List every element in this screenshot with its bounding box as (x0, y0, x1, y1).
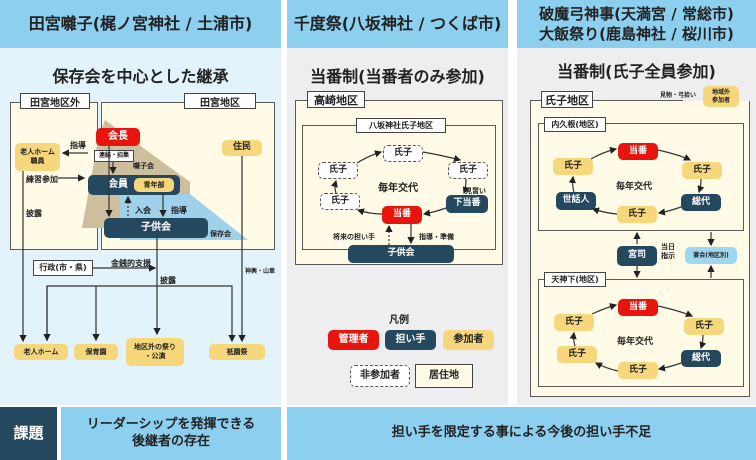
guidance-label-1: 指導 (70, 141, 86, 150)
observe-label: 見習い (465, 187, 486, 195)
dest-nursing-home: 老人ホーム (14, 344, 68, 360)
children-node: 子供会 (104, 218, 208, 238)
ujiko-left-top: 氏子 (318, 162, 358, 179)
banquet-node: 宴会(地区別) (685, 247, 737, 264)
column-3-title: 破魔弓神事(天満宮 / 常総市) 大飯祭り(鹿島神社 / 桜川市) (517, 0, 756, 48)
region-ujiko-label: 氏子地区 (541, 91, 593, 108)
d1-ujiko-bottom: 氏子 (617, 206, 657, 223)
future-bearer-label: 将来の担い手 (333, 233, 375, 241)
region-yasaka-ujiko-label: 八坂神社氏子地区 (356, 118, 446, 133)
hayashi-kai-label: 囃子会 (133, 162, 154, 170)
perform-label-2: 披露 (160, 276, 176, 285)
join-label: 入会 (135, 206, 151, 215)
d1-caretaker-node: 世話人 (556, 192, 596, 210)
d2-rotation-label: 毎年交代 (617, 337, 654, 347)
perform-label-1: 披露 (26, 209, 42, 218)
legend-bearer: 担い手 (385, 330, 436, 350)
day-instruction-label: 当日 指示 (661, 243, 675, 261)
guide-prepare-label: 指導・準備 (419, 233, 454, 241)
children-node-2: 子供会 (348, 245, 454, 263)
hozonkai-label: 保存会 (210, 230, 231, 238)
next-duty-node: 下当番 (446, 195, 488, 213)
d2-duty-node: 当番 (618, 299, 658, 316)
d2-ujiko-left-top: 氏子 (554, 314, 594, 331)
d1-representative-node: 総代 (681, 194, 721, 211)
column-1-title: 田宮囃子(梶ノ宮神社 / 土浦市) (0, 0, 281, 48)
issues-label: 課題 (0, 407, 57, 460)
priest-node: 宮司 (617, 246, 657, 266)
practice-label: 練習参加 (26, 175, 58, 184)
legend-manager: 管理者 (328, 330, 379, 350)
d2-representative-node: 総代 (681, 350, 721, 367)
d2-ujiko-bottom: 氏子 (618, 362, 658, 379)
duty-node: 当番 (382, 206, 422, 224)
dest-other-festival: 地区外の祭り ・公演 (126, 338, 184, 366)
spectator-label: 見物・弓拾い (660, 92, 697, 99)
region-outside-tamiya-label: 田宮地区外 (20, 93, 90, 109)
outside-participant-node: 地域外 参加者 (703, 86, 739, 107)
youth-node: 青年部 (134, 178, 174, 192)
column-1-subtitle: 保存会を中心とした継承 (52, 67, 229, 86)
d2-ujiko-right: 氏子 (684, 318, 724, 335)
region-tamiya-label: 田宮地区 (184, 93, 256, 109)
column-2-subtitle: 当番制(当番者のみ参加) (310, 67, 485, 86)
liaison-label: 連絡・招集 (94, 150, 134, 162)
government-node: 行政(市・県) (33, 260, 93, 276)
d1-rotation-label: 毎年交代 (616, 182, 653, 192)
d2-ujiko-left-bottom: 氏子 (557, 346, 597, 363)
nursing-staff-node: 老人ホーム 職員 (15, 143, 60, 171)
ujiko-top: 氏子 (383, 145, 423, 162)
d1-ujiko-right: 氏子 (682, 162, 722, 179)
column-3-title-line2: 大飯祭り(鹿島神社 / 桜川市) (539, 25, 734, 43)
legend-non-participant: 非参加者 (350, 365, 410, 387)
column-3-title-line1: 破魔弓神事(天満宮 / 常総市) (539, 4, 734, 23)
legend-participant: 参加者 (443, 330, 494, 350)
column-3-subtitle: 当番制(氏子全員参加) (557, 62, 716, 81)
legend-title: 凡例 (389, 315, 409, 326)
guidance-label-2: 指導 (171, 206, 187, 215)
d1-ujiko-left: 氏子 (553, 158, 593, 175)
chairman-node: 会長 (96, 128, 140, 146)
region-takasaki-label: 高崎地区 (307, 91, 365, 108)
issue-column-1: リーダーシップを発揮できる 後継者の存在 (61, 407, 281, 460)
dest-nursery: 保育園 (74, 344, 118, 360)
column-2-title: 千度祭(八坂神社 / つくば市) (287, 0, 508, 48)
legend-residence: 居住地 (415, 364, 473, 388)
ujiko-left-bottom: 氏子 (320, 193, 360, 210)
members-label: 会員 (108, 178, 128, 190)
rotation-label: 毎年交代 (378, 183, 418, 194)
region-tenjinshita-label: 天神下(地区) (544, 272, 606, 287)
issue-columns-2-3: 担い手を限定する事による今後の担い手不足 (287, 407, 756, 460)
d1-duty-node: 当番 (618, 143, 658, 160)
ujiko-right-top: 氏子 (448, 162, 488, 179)
financial-support-label: 金銭的支援 (111, 259, 151, 268)
region-uchikune-label: 内久根(地区) (544, 117, 606, 132)
mikoshi-label: 神輿・山車 (245, 268, 276, 275)
residents-node: 住民 (222, 140, 262, 156)
dest-gion-festival: 祇園祭 (209, 344, 265, 360)
